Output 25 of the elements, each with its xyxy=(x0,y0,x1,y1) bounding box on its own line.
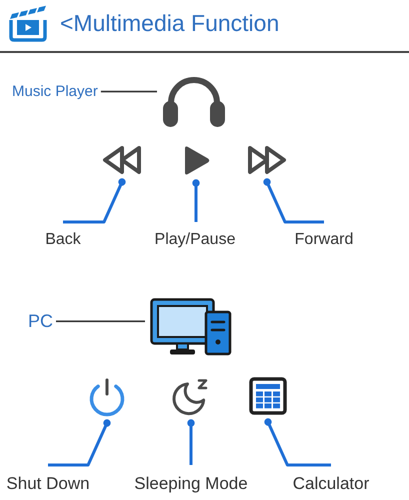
function-label: Back xyxy=(45,231,81,250)
leader-line xyxy=(264,418,331,466)
function-label: Forward xyxy=(294,231,354,250)
function-label: Calculator xyxy=(292,474,370,494)
section-label: Music Player xyxy=(12,83,98,100)
headphones-icon xyxy=(162,75,226,127)
page-title: <Multimedia Function xyxy=(60,10,280,36)
leader-line xyxy=(263,178,324,224)
leader-line xyxy=(100,90,157,92)
rewind-icon xyxy=(102,145,142,175)
play-icon xyxy=(182,145,210,176)
leader-line xyxy=(56,320,145,322)
moon-icon xyxy=(172,378,210,416)
section-label: PC xyxy=(28,311,54,332)
calculator-icon xyxy=(249,377,287,415)
leader-line xyxy=(187,419,195,465)
function-label: Sleeping Mode xyxy=(134,474,248,494)
power-icon xyxy=(88,378,126,416)
function-label: Shut Down xyxy=(6,474,90,494)
leader-line xyxy=(63,178,126,224)
computer-icon xyxy=(150,298,232,356)
fast-forward-icon xyxy=(247,145,287,175)
leader-line xyxy=(192,179,200,222)
leader-line xyxy=(48,419,111,466)
function-label: Play/Pause xyxy=(154,231,236,250)
